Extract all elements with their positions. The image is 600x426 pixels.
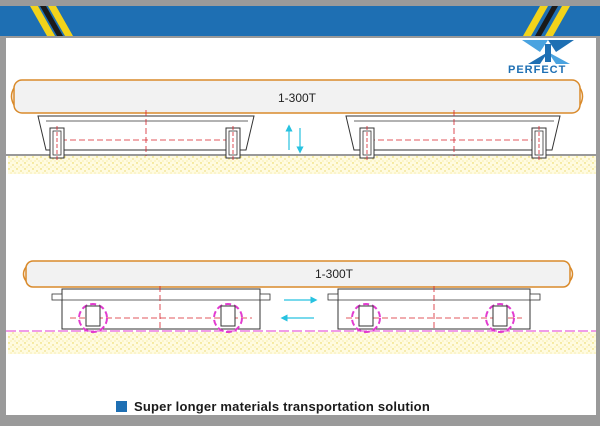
header-bar	[0, 6, 600, 36]
bottom-scene: 1-300T	[6, 260, 596, 354]
caption-bullet-icon	[116, 400, 127, 412]
bottom-beam-label: 1-300T	[315, 267, 354, 281]
bottom-cart-right	[327, 286, 541, 333]
header-stripes-right	[523, 6, 570, 36]
top-beam	[13, 79, 581, 114]
wheel-icon	[485, 303, 515, 333]
bottom-beam	[25, 260, 571, 288]
logo-icon	[522, 40, 574, 64]
top-transporter-right	[345, 110, 561, 160]
top-ground	[8, 156, 596, 174]
brand-name: PERFECT	[508, 64, 567, 76]
caption: Super longer materials transportation so…	[116, 397, 430, 415]
top-beam-label: 1-300T	[278, 91, 317, 105]
lift-arrows	[285, 124, 304, 154]
wheel-icon	[213, 303, 243, 333]
travel-arrows	[280, 296, 318, 322]
caption-text: Super longer materials transportation so…	[134, 398, 430, 414]
top-scene: 1-300T	[6, 79, 596, 174]
header-stripes-left	[30, 6, 73, 36]
wheel-icon	[351, 303, 381, 333]
bottom-cart-left	[51, 286, 271, 333]
wheel-icon	[78, 303, 108, 333]
bottom-ground	[8, 332, 596, 354]
top-transporter-left	[37, 110, 255, 160]
